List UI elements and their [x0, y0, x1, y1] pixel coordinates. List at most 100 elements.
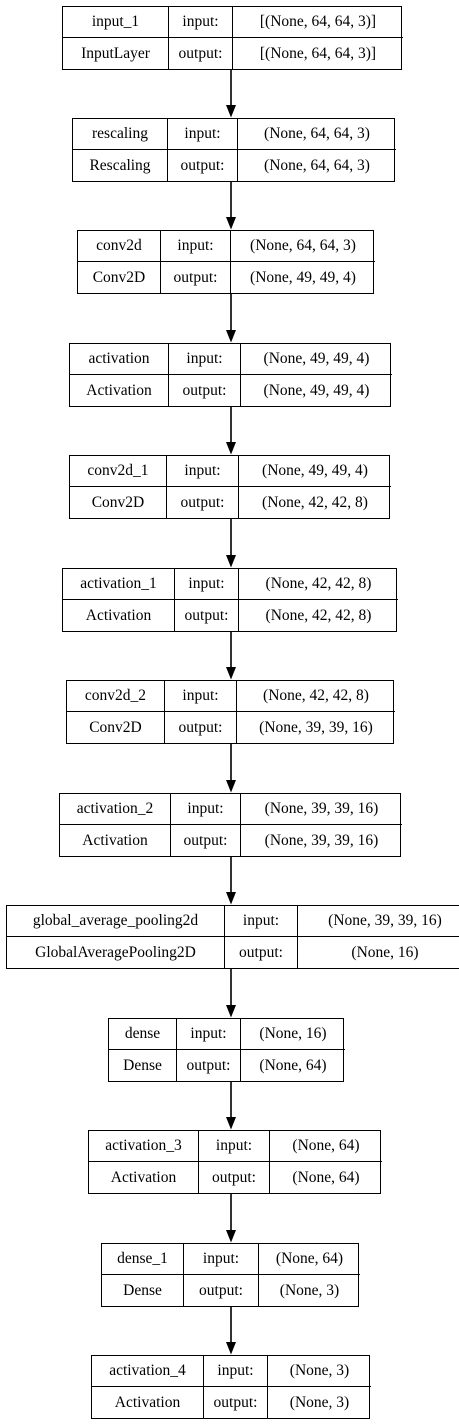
- arrowhead: [226, 105, 236, 118]
- input-shape: (None, 64, 64, 3): [238, 119, 396, 150]
- layer-name: conv2d: [78, 231, 161, 262]
- input-port-label: input:: [169, 7, 233, 38]
- output-port-label: output:: [199, 1162, 270, 1193]
- layer-name: activation_4: [92, 1356, 204, 1387]
- input-shape: (None, 42, 42, 8): [239, 569, 398, 600]
- layer-type: Activation: [89, 1162, 199, 1193]
- layer-type: Conv2D: [70, 487, 167, 518]
- layer-name: input_1: [63, 7, 169, 38]
- input-port-label: input:: [204, 1356, 268, 1387]
- arrowhead: [226, 1342, 236, 1355]
- layer-name: global_average_pooling2d: [7, 906, 225, 937]
- output-shape: (None, 42, 42, 8): [265, 606, 372, 624]
- output-shape: (None, 49, 49, 4): [263, 381, 370, 399]
- layer-type: Activation: [70, 375, 169, 406]
- input-port-label: input:: [169, 344, 241, 375]
- layer-name: activation_2: [60, 794, 171, 825]
- output-port-label: output:: [175, 600, 239, 631]
- output-port-label: output:: [177, 1050, 241, 1081]
- output-shape: (None, 39, 39, 16): [264, 831, 379, 849]
- input-port-label: input:: [161, 231, 231, 262]
- arrowhead: [226, 780, 236, 793]
- layer-type: Activation: [92, 1387, 204, 1418]
- layer-name: conv2d_1: [70, 456, 167, 487]
- output-shape: [(None, 64, 64, 3)]: [259, 44, 377, 62]
- output-port-label: output:: [204, 1387, 268, 1418]
- input-shape: (None, 49, 49, 4): [239, 456, 391, 487]
- input-shape: (None, 39, 39, 16): [241, 794, 402, 825]
- arrowhead: [226, 1005, 236, 1018]
- output-shape: (None, 3): [279, 1281, 340, 1299]
- arrowhead: [226, 1230, 236, 1243]
- output-shape: (None, 39, 39, 16): [259, 718, 373, 736]
- output-port-label: output:: [169, 38, 233, 69]
- output-port-label: output:: [165, 712, 237, 743]
- layer-name: activation_1: [63, 569, 175, 600]
- layer-name: dense: [109, 1019, 177, 1050]
- output-port-label: output:: [161, 262, 231, 293]
- input-port-label: input:: [177, 1019, 241, 1050]
- input-shape: (None, 16): [241, 1019, 345, 1050]
- layer-type: Dense: [102, 1275, 184, 1306]
- input-shape: (None, 49, 49, 4): [241, 344, 392, 375]
- input-port-label: input:: [184, 1244, 259, 1275]
- arrowhead: [226, 330, 236, 343]
- layer-type: GlobalAveragePooling2D: [7, 937, 225, 968]
- layer-name: rescaling: [73, 119, 168, 150]
- input-port-label: input:: [175, 569, 239, 600]
- input-port-label: input:: [168, 119, 238, 150]
- layer-name: dense_1: [102, 1244, 184, 1275]
- input-shape: (None, 42, 42, 8): [237, 681, 395, 712]
- input-shape: (None, 64, 64, 3): [231, 231, 375, 262]
- layer-name: activation_3: [89, 1131, 199, 1162]
- layer-type: Conv2D: [78, 262, 161, 293]
- input-shape: (None, 39, 39, 16): [298, 906, 459, 937]
- output-port-label: output:: [225, 937, 298, 968]
- arrowhead: [226, 442, 236, 455]
- input-port-label: input:: [225, 906, 298, 937]
- input-port-label: input:: [167, 456, 239, 487]
- output-port-label: output:: [168, 150, 238, 181]
- input-shape: (None, 64): [259, 1244, 360, 1275]
- layer-type: Conv2D: [67, 712, 165, 743]
- arrowhead: [226, 892, 236, 905]
- arrowhead: [226, 555, 236, 568]
- layer-name: activation: [70, 344, 169, 375]
- layer-type: Dense: [109, 1050, 177, 1081]
- layer-name: conv2d_2: [67, 681, 165, 712]
- input-shape: (None, 64): [270, 1131, 382, 1162]
- input-shape: [(None, 64, 64, 3)]: [233, 7, 403, 38]
- arrowhead: [226, 1117, 236, 1130]
- layer-type: Rescaling: [73, 150, 168, 181]
- layer-type: Activation: [63, 600, 175, 631]
- input-shape: (None, 3): [268, 1356, 371, 1387]
- output-shape: (None, 16): [351, 943, 419, 961]
- arrowhead: [226, 217, 236, 230]
- input-port-label: input:: [171, 794, 241, 825]
- output-port-label: output:: [184, 1275, 259, 1306]
- output-shape: (None, 64): [259, 1056, 327, 1074]
- output-port-label: output:: [169, 375, 241, 406]
- input-port-label: input:: [199, 1131, 270, 1162]
- output-port-label: output:: [167, 487, 239, 518]
- output-shape: (None, 42, 42, 8): [262, 493, 368, 511]
- input-port-label: input:: [165, 681, 237, 712]
- output-shape: (None, 49, 49, 4): [250, 268, 356, 286]
- layer-type: InputLayer: [63, 38, 169, 69]
- output-shape: (None, 64, 64, 3): [264, 156, 370, 174]
- output-shape: (None, 64): [292, 1168, 360, 1186]
